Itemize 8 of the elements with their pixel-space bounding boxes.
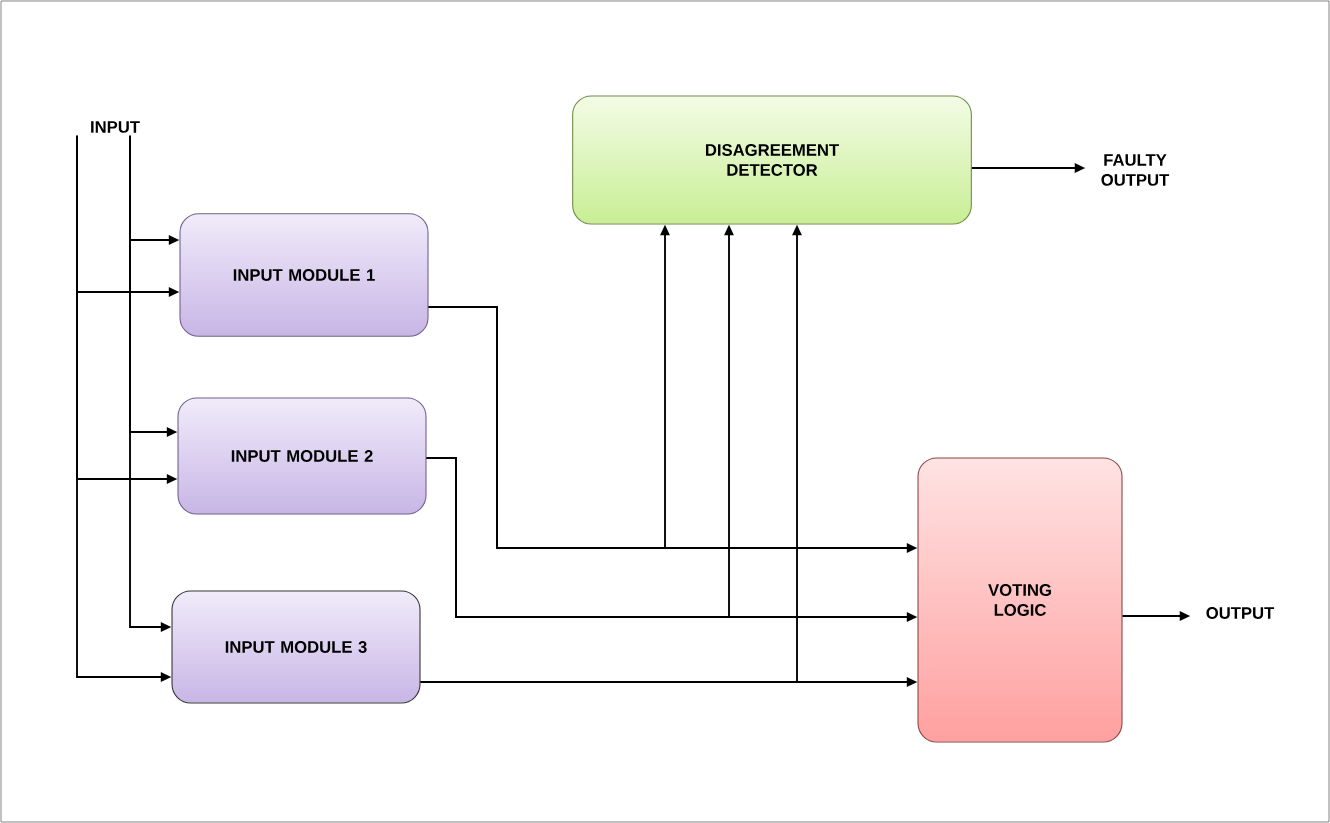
module-box: INPUT MODULE 3 bbox=[171, 590, 421, 704]
module-box: INPUT MODULE 2 bbox=[177, 397, 427, 515]
voting-box: VOTING LOGIC bbox=[917, 457, 1123, 743]
module-box: INPUT MODULE 1 bbox=[179, 213, 429, 337]
output-label: FAULTY OUTPUT bbox=[1101, 154, 1170, 186]
detector-box: DISAGREEMENT DETECTOR bbox=[572, 95, 972, 225]
output-label: OUTPUT bbox=[1206, 607, 1275, 619]
input-label: INPUT bbox=[91, 121, 140, 133]
